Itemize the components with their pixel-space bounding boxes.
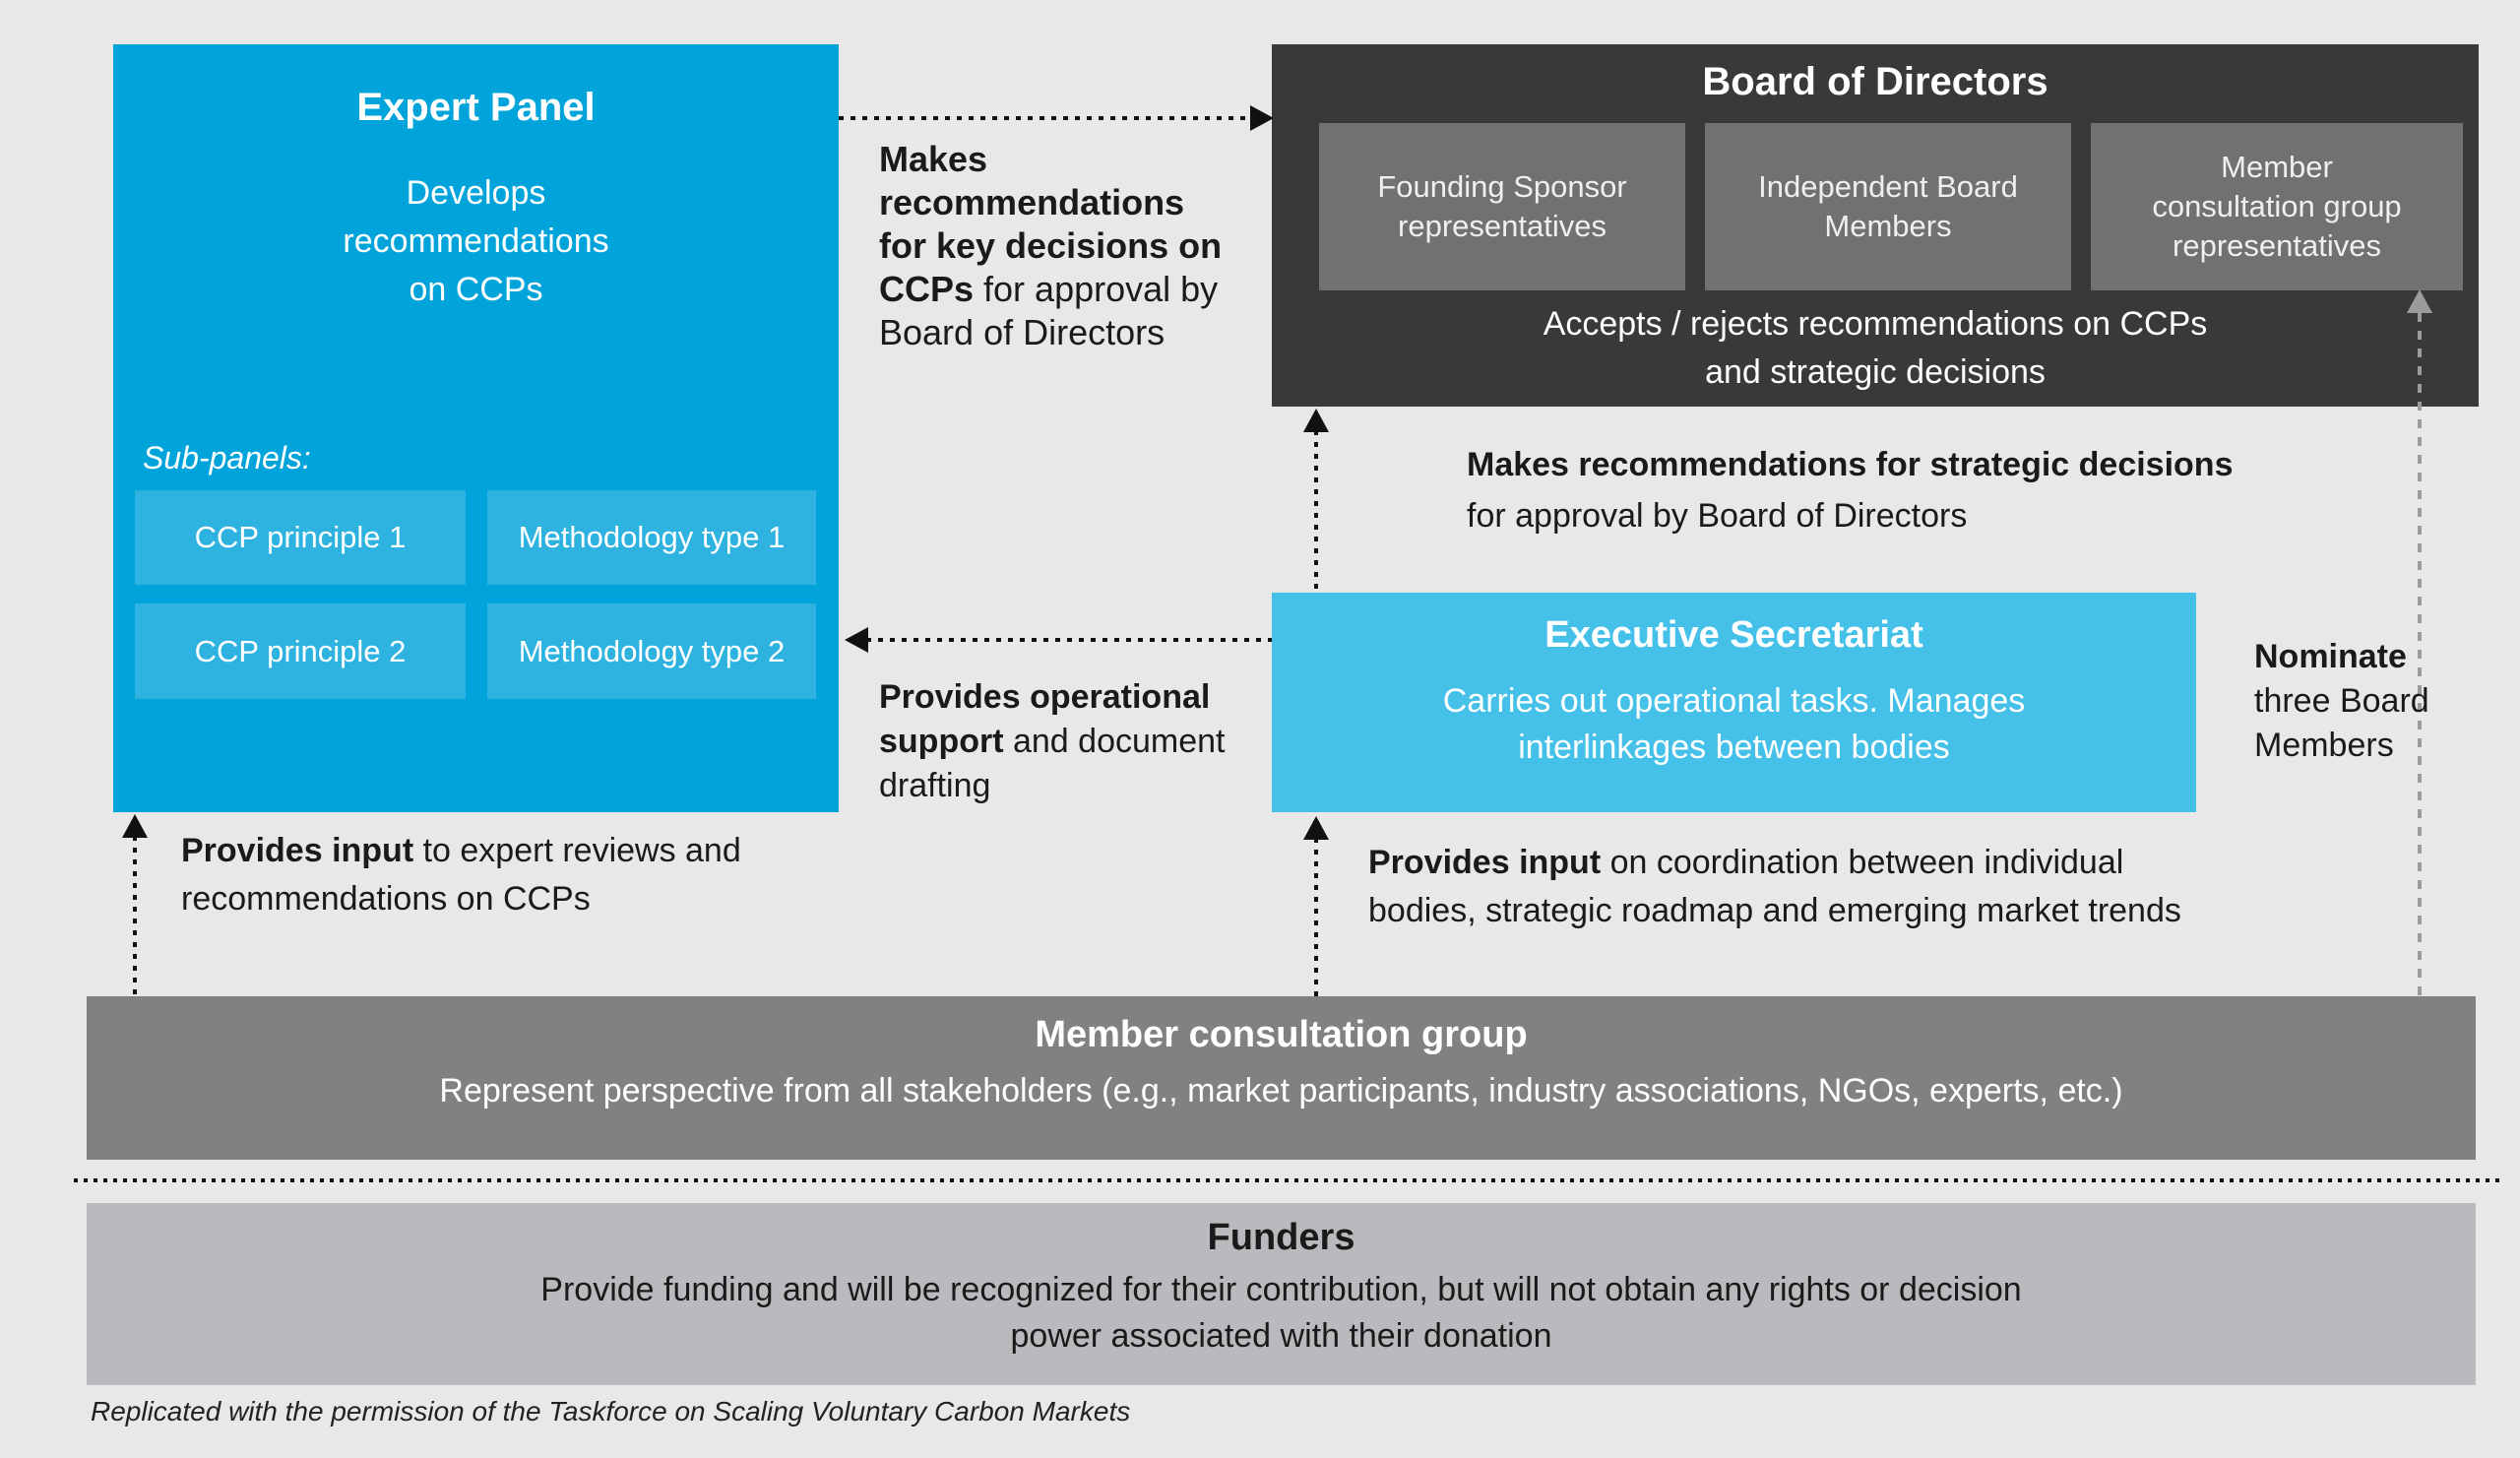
annotation-regular-text: for approval by Board of Directors bbox=[1467, 497, 1968, 535]
arrowhead-right-icon bbox=[1250, 105, 1274, 131]
arrow-exec-to-expert-line bbox=[866, 638, 1272, 642]
funders-title: Funders bbox=[1207, 1217, 1355, 1258]
arrowhead-up-icon bbox=[1303, 409, 1329, 432]
annotation-line: Nominate bbox=[2254, 635, 2500, 679]
board-sub-member-consultation-reps: Member consultation group representative… bbox=[2091, 123, 2463, 290]
annotation-regular-text: on coordination between individual bbox=[1601, 844, 2124, 881]
annotation-line: Makes recommendations for strategic deci… bbox=[1467, 439, 2353, 490]
board-of-directors-box: Board of Directors Founding Sponsor repr… bbox=[1272, 44, 2479, 407]
dotted-divider bbox=[74, 1178, 2505, 1182]
annotation-line: three Board bbox=[2254, 679, 2500, 724]
funders-box: Funders Provide funding and will be reco… bbox=[87, 1203, 2476, 1385]
sub-panel-ccp-principle-1: CCP principle 1 bbox=[135, 490, 466, 585]
annotation-line: Board of Directors bbox=[879, 311, 1332, 354]
annotation-member-to-expert: Provides input to expert reviews and rec… bbox=[181, 827, 850, 923]
arrow-member-to-board-reps-line bbox=[2418, 313, 2422, 996]
annotation-regular-text: Members bbox=[2254, 727, 2394, 764]
annotation-regular-text: to expert reviews and bbox=[413, 832, 741, 869]
arrow-member-to-exec-line bbox=[1314, 838, 1318, 996]
annotation-bold-text: CCPs bbox=[879, 269, 975, 309]
annotation-line: Provides input on coordination between i… bbox=[1368, 839, 2353, 887]
annotation-regular-text: three Board bbox=[2254, 682, 2429, 720]
annotation-bold-text: Makes recommendations for strategic deci… bbox=[1467, 446, 2234, 483]
member-group-title: Member consultation group bbox=[1035, 1014, 1528, 1055]
arrow-expert-to-board-line bbox=[839, 116, 1256, 120]
annotation-regular-text: recommendations on CCPs bbox=[181, 880, 591, 918]
member-consultation-group-box: Member consultation group Represent pers… bbox=[87, 996, 2476, 1160]
sub-panel-ccp-principle-2: CCP principle 2 bbox=[135, 603, 466, 699]
annotation-bold-text: Makes bbox=[879, 139, 988, 179]
annotation-line: for key decisions on bbox=[879, 224, 1332, 268]
annotation-bold-text: Provides input bbox=[181, 832, 414, 869]
sub-panels-label: Sub-panels: bbox=[143, 440, 311, 475]
arrowhead-left-icon bbox=[845, 627, 868, 653]
arrow-exec-to-board-line bbox=[1314, 430, 1318, 593]
attribution-note: Replicated with the permission of the Ta… bbox=[91, 1396, 1131, 1426]
arrowhead-up-gray-icon bbox=[2407, 289, 2432, 313]
annotation-line: Makes bbox=[879, 138, 1332, 181]
annotation-line: bodies, strategic roadmap and emerging m… bbox=[1368, 887, 2353, 935]
annotation-line: for approval by Board of Directors bbox=[1467, 490, 2353, 541]
annotation-regular-text: drafting bbox=[879, 767, 991, 804]
board-sub-independent-members: Independent Board Members bbox=[1705, 123, 2071, 290]
annotation-bold-text: Provides operational bbox=[879, 678, 1211, 716]
annotation-regular-text: Board of Directors bbox=[879, 312, 1166, 352]
expert-panel-description: Develops recommendations on CCPs bbox=[343, 174, 609, 308]
annotation-bold-text: for key decisions on bbox=[879, 225, 1223, 266]
annotation-line: recommendations bbox=[879, 181, 1332, 224]
member-group-description: Represent perspective from all stakehold… bbox=[439, 1072, 2123, 1109]
expert-panel-title: Expert Panel bbox=[356, 86, 596, 129]
annotation-line: Provides input to expert reviews and bbox=[181, 827, 850, 875]
annotation-exec-to-board: Makes recommendations for strategic deci… bbox=[1467, 439, 2353, 541]
annotation-line: Provides operational bbox=[879, 675, 1292, 720]
annotation-regular-text: for approval by bbox=[974, 269, 1219, 309]
expert-panel-box: Expert Panel Develops recommendations on… bbox=[113, 44, 839, 812]
board-title: Board of Directors bbox=[1702, 60, 2048, 103]
board-note: Accepts / rejects recommendations on CCP… bbox=[1543, 305, 2208, 391]
annotation-line: support and document bbox=[879, 720, 1292, 764]
annotation-regular-text: and document bbox=[1003, 723, 1226, 760]
annotation-exec-to-expert: Provides operational support and documen… bbox=[879, 675, 1292, 808]
arrowhead-up-icon bbox=[122, 814, 148, 838]
annotation-bold-text: recommendations bbox=[879, 182, 1185, 222]
sub-panel-methodology-type-2: Methodology type 2 bbox=[487, 603, 816, 699]
annotation-expert-to-board: Makes recommendations for key decisions … bbox=[879, 138, 1332, 354]
executive-secretariat-title: Executive Secretariat bbox=[1544, 614, 1923, 656]
annotation-nominate: Nominate three Board Members bbox=[2254, 635, 2500, 768]
sub-panel-methodology-type-1: Methodology type 1 bbox=[487, 490, 816, 585]
executive-secretariat-description: Carries out operational tasks. Manages i… bbox=[1442, 682, 2026, 766]
funders-description: Provide funding and will be recognized f… bbox=[540, 1271, 2022, 1355]
arrowhead-up-icon bbox=[1303, 816, 1329, 840]
annotation-bold-text: Nominate bbox=[2254, 638, 2407, 675]
annotation-line: CCPs for approval by bbox=[879, 268, 1332, 311]
annotation-line: Members bbox=[2254, 724, 2500, 768]
annotation-line: recommendations on CCPs bbox=[181, 875, 850, 923]
annotation-bold-text: Provides input bbox=[1368, 844, 1602, 881]
annotation-bold-text: support bbox=[879, 723, 1004, 760]
annotation-regular-text: bodies, strategic roadmap and emerging m… bbox=[1368, 892, 2181, 929]
board-sub-founding-sponsor: Founding Sponsor representatives bbox=[1319, 123, 1685, 290]
annotation-line: drafting bbox=[879, 764, 1292, 808]
annotation-member-to-exec: Provides input on coordination between i… bbox=[1368, 839, 2353, 935]
executive-secretariat-box: Executive Secretariat Carries out operat… bbox=[1272, 593, 2196, 812]
arrow-member-to-expert-line bbox=[133, 836, 137, 996]
